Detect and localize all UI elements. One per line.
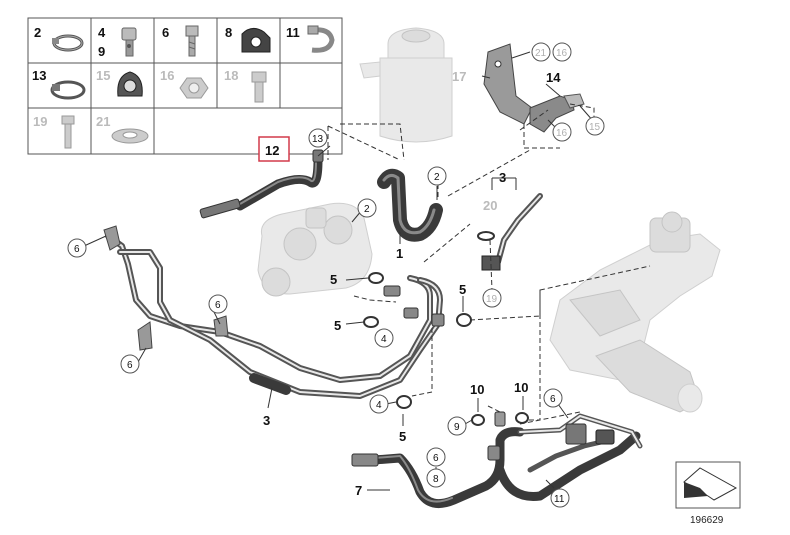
callouts: 12 13 2 2 1 6 6 6 3 5 5 4 4 5 5 10 10 9 …	[67, 42, 605, 508]
callout-1[interactable]: 1	[396, 246, 403, 261]
rubber-mount-icon	[241, 28, 271, 53]
band-clamp-icon	[50, 80, 86, 100]
callout-19[interactable]: 19	[486, 294, 498, 305]
callout-5[interactable]: 5	[334, 318, 341, 333]
callout-11[interactable]: 11	[554, 494, 565, 505]
legend-label: 9	[98, 44, 105, 59]
o-ring-5[interactable]	[368, 272, 384, 284]
legend-cell-16[interactable]: 16	[160, 68, 209, 99]
legend-cell-13[interactable]: 13	[32, 68, 86, 100]
steering-rack[interactable]	[549, 211, 721, 413]
suction-hose-1[interactable]	[377, 168, 443, 242]
callout-2[interactable]: 2	[434, 172, 440, 183]
hollow-bolt-9[interactable]	[494, 411, 506, 427]
legend-label: 13	[32, 68, 46, 83]
hose-clip-icon	[307, 25, 335, 53]
callout-21[interactable]: 21	[535, 48, 547, 59]
hose-clamp-icon	[52, 34, 84, 52]
hex-nut-icon	[179, 77, 209, 99]
return-hose-12[interactable]	[199, 149, 324, 219]
steering-pump[interactable]	[257, 202, 373, 297]
washer-icon	[111, 128, 149, 144]
legend-label: 11	[286, 25, 300, 40]
callout-5[interactable]: 5	[330, 272, 337, 287]
callout-15[interactable]: 15	[589, 122, 601, 133]
callout-9[interactable]: 9	[454, 422, 460, 433]
callout-2[interactable]: 2	[364, 204, 370, 215]
hex-bolt-icon	[185, 25, 199, 57]
o-ring-5[interactable]	[363, 316, 379, 328]
callout-5[interactable]: 5	[459, 282, 466, 297]
callout-14[interactable]: 14	[546, 70, 561, 85]
legend-label: 19	[33, 114, 47, 129]
legend-cell-21[interactable]: 21	[96, 114, 149, 144]
legend-cell-11[interactable]: 11	[286, 25, 335, 53]
parts-legend-grid: 2 4 9 6	[27, 17, 343, 155]
callout-10[interactable]: 10	[514, 380, 528, 395]
callout-3[interactable]: 3	[263, 413, 270, 428]
callout-6[interactable]: 6	[74, 244, 80, 255]
feed-hose-7-11[interactable]	[351, 413, 643, 509]
callout-16[interactable]: 16	[556, 48, 568, 59]
o-ring-5[interactable]	[396, 395, 412, 409]
legend-label: 18	[224, 68, 238, 83]
direction-arrow-icon	[683, 467, 738, 501]
pressure-line-20[interactable]	[477, 193, 543, 271]
o-ring-5[interactable]	[456, 313, 472, 327]
legend-label: 16	[160, 68, 174, 83]
callout-12[interactable]: 12	[265, 143, 279, 158]
callout-5[interactable]: 5	[399, 429, 406, 444]
seal-10[interactable]	[471, 414, 485, 426]
reference-box: 196629	[675, 461, 741, 526]
cable-clip-icon	[117, 71, 143, 97]
fluid-reservoir[interactable]	[359, 27, 453, 143]
seal-10[interactable]	[515, 412, 529, 424]
bracket-17[interactable]	[483, 43, 533, 125]
hollow-bolt-icon	[121, 27, 137, 57]
legend-label: 15	[96, 68, 110, 83]
callout-3[interactable]: 3	[499, 170, 506, 185]
callout-6[interactable]: 6	[215, 300, 221, 311]
callout-8[interactable]: 8	[433, 474, 439, 485]
bracket-14[interactable]	[529, 93, 585, 133]
reference-number: 196629	[690, 515, 724, 526]
legend-cell-15[interactable]: 15	[96, 68, 143, 97]
callout-16[interactable]: 16	[556, 128, 568, 139]
legend-label: 8	[225, 25, 232, 40]
steering-lines-3[interactable]	[105, 233, 445, 399]
legend-cell-2[interactable]: 2	[34, 25, 84, 52]
callout-6[interactable]: 6	[550, 394, 556, 405]
socket-bolt-icon	[251, 71, 267, 103]
legend-cell-4-9[interactable]: 4 9	[98, 25, 137, 59]
callout-13[interactable]: 13	[312, 134, 324, 145]
callout-6[interactable]: 6	[433, 453, 439, 464]
mounting-bracket-6[interactable]	[103, 225, 229, 351]
callout-10[interactable]: 10	[470, 382, 484, 397]
legend-cell-18[interactable]: 18	[224, 68, 267, 103]
callout-12-highlight	[258, 136, 290, 162]
callout-4[interactable]: 4	[376, 400, 382, 411]
assembly-dashed-lines	[327, 103, 651, 425]
legend-cell-8[interactable]: 8	[225, 25, 271, 53]
flange-bolt-icon	[61, 115, 75, 149]
legend-cell-19[interactable]: 19	[33, 114, 75, 149]
callout-7[interactable]: 7	[355, 483, 362, 498]
legend-label: 2	[34, 25, 41, 40]
leader-lines	[83, 51, 595, 491]
callout-4[interactable]: 4	[381, 334, 387, 345]
legend-label: 4	[98, 25, 106, 40]
callout-17[interactable]: 17	[452, 69, 466, 84]
callout-20[interactable]: 20	[483, 198, 497, 213]
legend-label: 6	[162, 25, 169, 40]
legend-cell-6[interactable]: 6	[162, 25, 199, 57]
legend-label: 21	[96, 114, 110, 129]
callout-6[interactable]: 6	[127, 360, 133, 371]
